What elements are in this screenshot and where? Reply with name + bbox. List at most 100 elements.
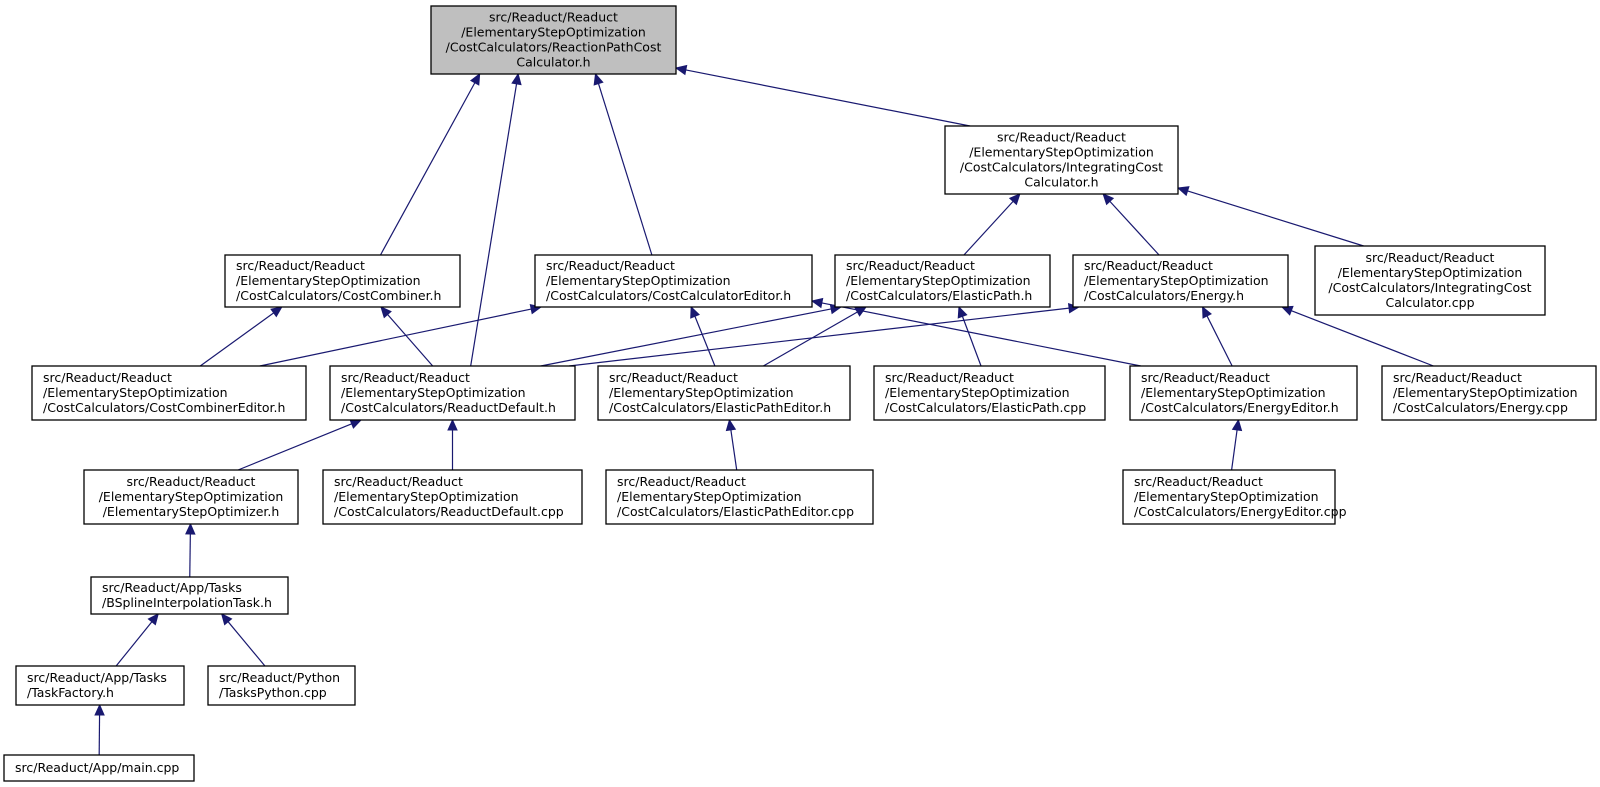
node-label-line: src/Readuct/Readuct [546, 258, 675, 273]
edge-elasticpatheditor-h-to-elasticpath-h [763, 306, 868, 367]
edge-line [470, 83, 518, 367]
edge-arrowhead [810, 297, 824, 309]
edge-arrowhead [349, 419, 363, 429]
node-label-line: Calculator.h [516, 55, 590, 70]
node-label-line: /ElementaryStepOptimization [846, 273, 1031, 288]
node-box [1072, 254, 1289, 308]
node-label-line: /ElementaryStepOptimization [43, 385, 228, 400]
node-label-line: /CostCalculators/Energy.cpp [1393, 400, 1568, 415]
edge-arrowhead [94, 703, 105, 716]
node-label-line: /ElementaryStepOptimization [236, 273, 421, 288]
edge-energyeditor-h-to-energy-h [1202, 305, 1233, 367]
edge-line [1187, 190, 1364, 247]
node-label-line: src/Readuct/Readuct [1134, 474, 1263, 489]
node-reaductdefault-h[interactable]: src/Readuct/Readuct/ElementaryStepOptimi… [329, 365, 576, 421]
edge-line [961, 316, 982, 367]
node-label-line: src/Readuct/Readuct [1366, 250, 1495, 265]
edges-layer [94, 64, 1434, 756]
node-reaductdefault-cpp[interactable]: src/Readuct/Readuct/ElementaryStepOptimi… [322, 469, 583, 525]
node-costcalceditor-h[interactable]: src/Readuct/Readuct/ElementaryStepOptimi… [534, 254, 813, 308]
node-label-line: src/Readuct/Readuct [1393, 370, 1522, 385]
node-box [3, 754, 195, 782]
node-label-line: src/Readuct/App/Tasks [102, 580, 242, 595]
edge-costcombiner-h-to-root [379, 72, 481, 256]
node-label-line: /ElementaryStepOptimizer.h [103, 504, 280, 519]
node-label-line: /ElementaryStepOptimization [1134, 489, 1319, 504]
node-label-line: src/Readuct/Readuct [127, 474, 256, 489]
edge-arrowhead [511, 72, 522, 86]
edge-arrowhead [469, 72, 481, 86]
node-elasticpatheditor-cpp[interactable]: src/Readuct/Readuct/ElementaryStepOptimi… [605, 469, 874, 525]
edge-integrating-h-to-root [674, 64, 971, 127]
edge-line [963, 200, 1014, 256]
node-label-line: /CostCalculators/ElasticPathEditor.cpp [617, 504, 854, 519]
node-elasticpath-h[interactable]: src/Readuct/Readuct/ElementaryStepOptimi… [834, 254, 1051, 308]
node-label-line: src/Readuct/Python [219, 670, 340, 685]
node-label-line: /CostCalculators/EnergyEditor.h [1141, 400, 1339, 415]
node-label-line: src/Readuct/Readuct [997, 130, 1126, 145]
node-box [329, 365, 576, 421]
node-label-line: Calculator.h [1024, 175, 1098, 190]
edge-taskfactory-h-to-bspline-h [115, 613, 159, 667]
node-label-line: /ElementaryStepOptimization [341, 385, 526, 400]
node-optimizer-h[interactable]: src/Readuct/Readuct/ElementaryStepOptimi… [83, 469, 299, 525]
edge-line [387, 314, 434, 367]
node-label-line: /ElementaryStepOptimization [885, 385, 1070, 400]
node-integrating-cpp[interactable]: src/Readuct/Readuct/ElementaryStepOptimi… [1314, 245, 1546, 316]
edge-arrowhead [1176, 186, 1190, 197]
edge-costcombinereditor-h-to-costcombiner-h [199, 306, 283, 367]
node-box [605, 469, 874, 525]
edge-energyeditor-cpp-to-energyeditor-h [1231, 418, 1243, 471]
node-label-line: Calculator.cpp [1385, 295, 1474, 310]
node-taskspython-cpp[interactable]: src/Readuct/Python/TasksPython.cpp [207, 665, 356, 706]
node-energy-cpp[interactable]: src/Readuct/Readuct/ElementaryStepOptimi… [1381, 365, 1597, 421]
edge-line [227, 621, 266, 667]
edge-arrowhead [185, 522, 196, 535]
edge-arrowhead [147, 613, 159, 626]
edge-arrowhead [957, 305, 968, 319]
node-box [873, 365, 1106, 421]
node-bspline-h[interactable]: src/Readuct/App/Tasks/BSplineInterpolati… [90, 576, 289, 615]
node-label-line: /CostCalculators/Energy.h [1084, 288, 1244, 303]
node-label-line: src/Readuct/Readuct [846, 258, 975, 273]
node-label-line: /ElementaryStepOptimization [546, 273, 731, 288]
edge-line [189, 533, 191, 578]
node-integrating-h[interactable]: src/Readuct/Readuct/ElementaryStepOptimi… [944, 125, 1179, 195]
edge-elasticpatheditor-h-to-costcalceditor-h [690, 305, 716, 367]
node-label-line: src/Readuct/Readuct [43, 370, 172, 385]
nodes-layer: src/Readuct/Readuct/ElementaryStepOptimi… [3, 5, 1597, 782]
node-label-line: /CostCalculators/IntegratingCost [1328, 280, 1531, 295]
edge-arrowhead [270, 306, 283, 318]
node-energyeditor-cpp[interactable]: src/Readuct/Readuct/ElementaryStepOptimi… [1122, 469, 1347, 525]
node-label-line: /ElementaryStepOptimization [334, 489, 519, 504]
edge-arrowhead [674, 64, 688, 76]
node-label-line: /ElementaryStepOptimization [1084, 273, 1269, 288]
edge-line [1206, 315, 1233, 367]
edge-line [379, 82, 476, 256]
edge-line [568, 307, 1070, 367]
node-main-cpp[interactable]: src/Readuct/App/main.cpp [3, 754, 195, 782]
node-elasticpatheditor-h[interactable]: src/Readuct/Readuct/ElementaryStepOptimi… [597, 365, 851, 421]
node-box [224, 254, 461, 308]
node-costcombinereditor-h[interactable]: src/Readuct/Readuct/ElementaryStepOptimi… [31, 365, 307, 421]
node-label-line: /CostCalculators/ReactionPathCost [446, 40, 662, 55]
node-energyeditor-h[interactable]: src/Readuct/Readuct/ElementaryStepOptimi… [1129, 365, 1358, 421]
node-root[interactable]: src/Readuct/Readuct/ElementaryStepOptimi… [430, 5, 677, 75]
node-label-line: /BSplineInterpolationTask.h [102, 595, 272, 610]
edge-costcombinereditor-h-to-costcalceditor-h [259, 303, 543, 367]
edge-line [821, 302, 1142, 367]
edge-line [730, 429, 738, 471]
node-label-line: /ElementaryStepOptimization [609, 385, 794, 400]
node-box [207, 665, 356, 706]
node-taskfactory-h[interactable]: src/Readuct/App/Tasks/TaskFactory.h [15, 665, 185, 706]
edge-arrowhead [447, 418, 458, 431]
node-costcombiner-h[interactable]: src/Readuct/Readuct/ElementaryStepOptimi… [224, 254, 461, 308]
edge-arrowhead [380, 306, 392, 319]
edge-line [597, 83, 653, 256]
node-energy-h[interactable]: src/Readuct/Readuct/ElementaryStepOptimi… [1072, 254, 1289, 308]
node-elasticpath-cpp[interactable]: src/Readuct/Readuct/ElementaryStepOptimi… [873, 365, 1106, 421]
edge-elasticpath-h-to-integrating-h [963, 193, 1021, 256]
node-box [90, 576, 289, 615]
edge-line [199, 312, 275, 367]
